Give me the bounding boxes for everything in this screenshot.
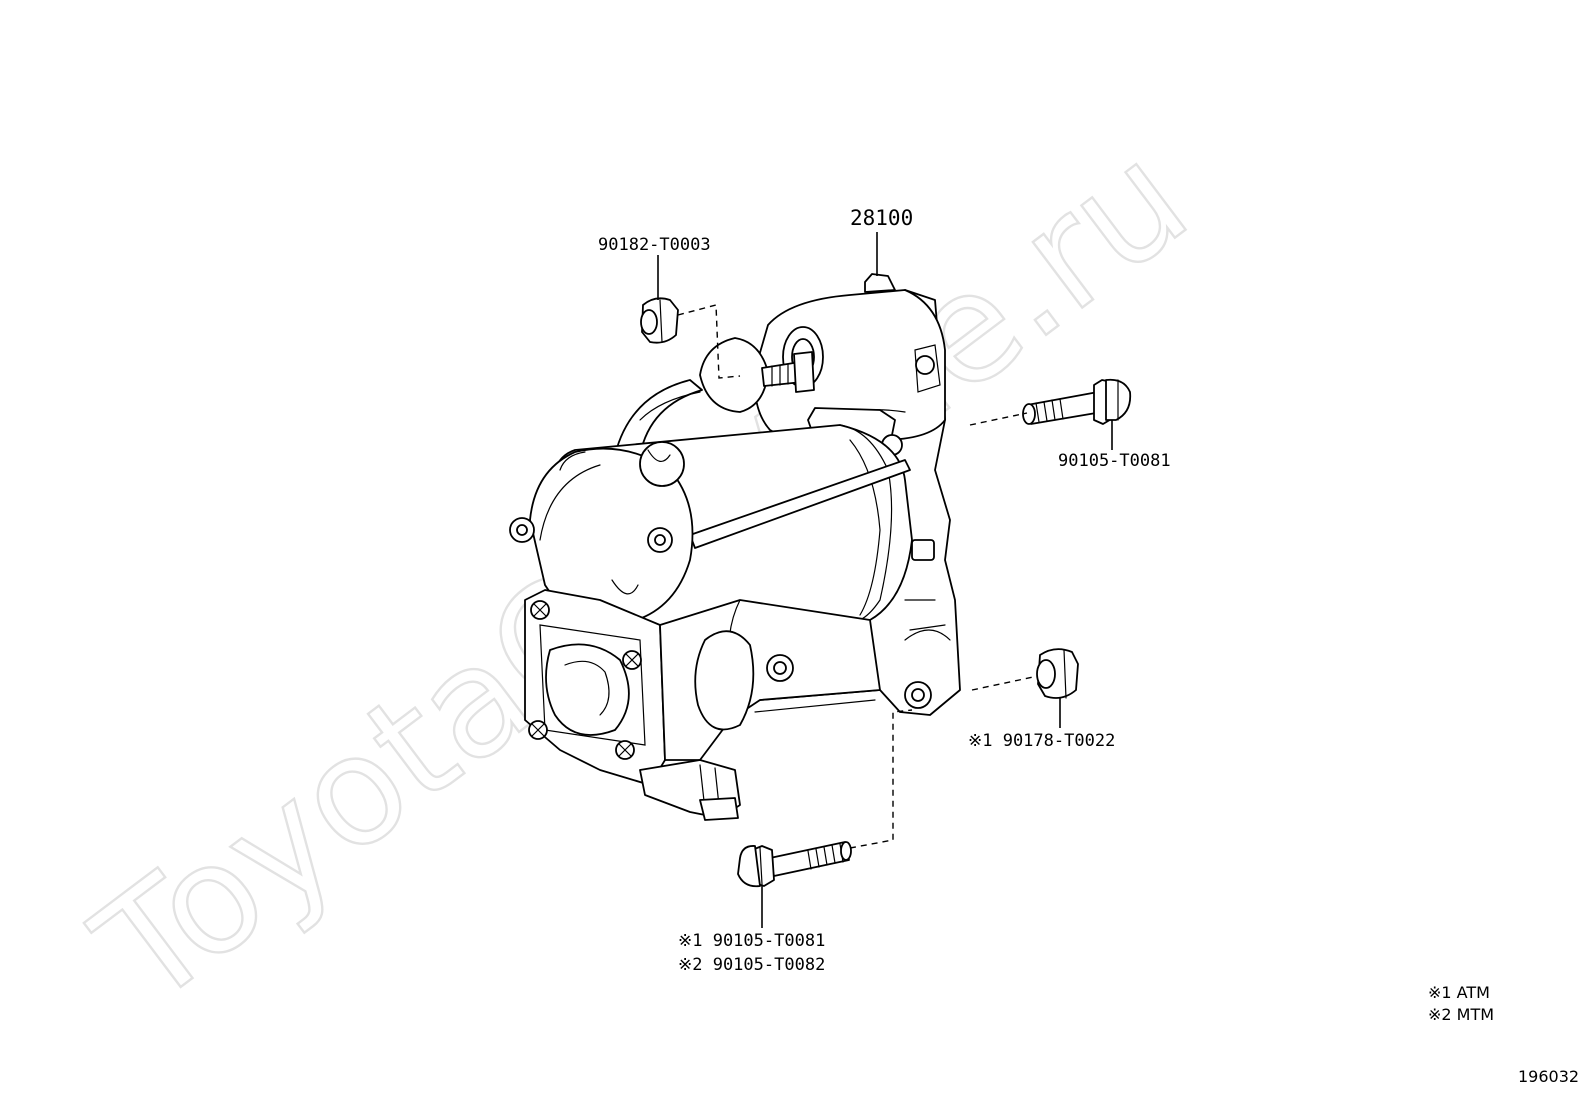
terminal-nut-part[interactable] (640, 297, 679, 344)
lower-bolt-part[interactable] (737, 841, 852, 888)
diagram-id: 196032 (1518, 1067, 1579, 1086)
legend-note-mtm: ※2 MTM (1428, 1005, 1494, 1024)
starter-motor-drawing[interactable] (509, 273, 961, 821)
label-upper-bolt: 90105-T0081 (1058, 451, 1171, 471)
label-lower-bolt-atm: ※1 90105-T0081 (678, 931, 825, 951)
lower-nut-part[interactable] (1036, 648, 1079, 699)
label-lower-nut: ※1 90178-T0022 (968, 731, 1115, 751)
legend-note-atm: ※1 ATM (1428, 983, 1490, 1002)
label-lower-bolt-mtm: ※2 90105-T0082 (678, 955, 825, 975)
label-terminal-nut: 90182-T0003 (598, 235, 711, 255)
label-starter: 28100 (850, 206, 913, 230)
upper-bolt-part[interactable] (1022, 378, 1132, 425)
